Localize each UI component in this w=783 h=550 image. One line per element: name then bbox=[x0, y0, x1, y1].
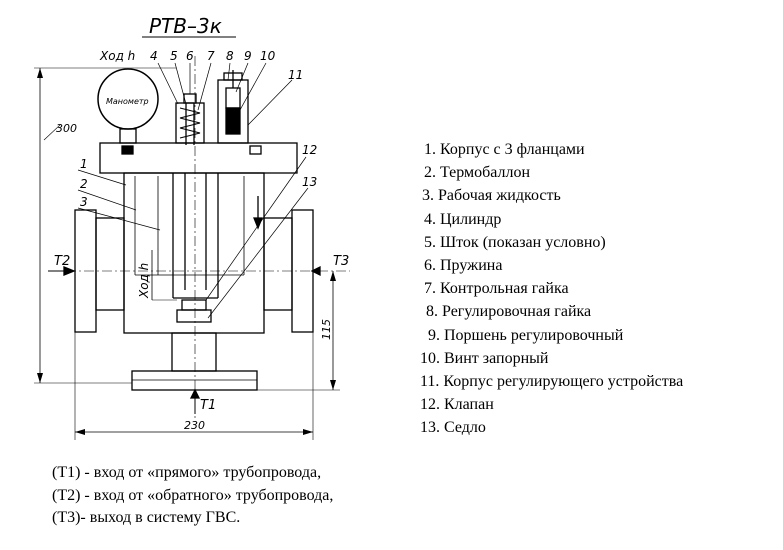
callout-3: 3 bbox=[80, 195, 88, 209]
legend-item-10: 10. Винт запорный bbox=[420, 349, 549, 367]
stroke-label-side: Ход h bbox=[137, 263, 151, 299]
legend-item-9: 9. Поршень регулировочный bbox=[428, 326, 624, 344]
bottom-neck bbox=[171, 332, 217, 372]
diagram-title: РТВ–3к bbox=[149, 14, 222, 38]
bottom-flange bbox=[131, 370, 258, 391]
callout-1: 1 bbox=[80, 157, 88, 171]
legend-item-1: 1. Корпус с 3 фланцами bbox=[424, 141, 585, 158]
valve-seat bbox=[181, 299, 207, 311]
legend-item-5: 5. Шток (показан условно) bbox=[424, 233, 606, 251]
spring bbox=[179, 107, 201, 139]
dimension-300: 300 bbox=[56, 122, 77, 135]
callout-11: 11 bbox=[288, 68, 303, 82]
legend-item-8: 8. Регулировочная гайка bbox=[426, 303, 592, 321]
valve-body bbox=[123, 172, 265, 334]
legend-item-11: 11. Корпус регулирующего устройства bbox=[420, 373, 684, 391]
callout-2: 2 bbox=[80, 177, 88, 191]
port-t1-label: T1 bbox=[200, 398, 216, 413]
legend-item-4: 4. Цилиндр bbox=[424, 210, 502, 228]
callout-7: 7 bbox=[207, 49, 215, 63]
callout-5: 5 bbox=[170, 49, 178, 63]
callout-9: 9 bbox=[244, 49, 252, 63]
port-t3-label: T3 bbox=[333, 254, 349, 269]
dimension-230: 230 bbox=[184, 419, 205, 432]
legend-item-2: 2. Термобаллон bbox=[424, 164, 531, 182]
callout-12: 12 bbox=[302, 143, 317, 157]
port-notes: (Т1) - вход от «прямого» трубопровода, (… bbox=[52, 462, 333, 530]
flange-t3-body bbox=[263, 217, 293, 311]
note-t2: (Т2) - вход от «обратного» трубопровода, bbox=[52, 486, 334, 504]
callout-6: 6 bbox=[186, 49, 194, 63]
note-t3: (Т3)- выход в систему ГВС. bbox=[52, 509, 241, 526]
manometer-label: Манометр bbox=[106, 97, 149, 106]
port-t2-label: T2 bbox=[54, 254, 70, 269]
legend-item-12: 12. Клапан bbox=[420, 396, 494, 414]
control-nut bbox=[183, 93, 197, 104]
legend-item-3: 3. Рабочая жидкость bbox=[422, 187, 561, 205]
stroke-label-top: Ход h bbox=[99, 49, 135, 63]
legend-item-13: 13. Седло bbox=[420, 419, 486, 437]
callout-4: 4 bbox=[150, 49, 158, 63]
note-t1: (Т1) - вход от «прямого» трубопровода, bbox=[52, 464, 322, 481]
parts-legend: 1. Корпус с 3 фланцами 2. Термобаллон 3.… bbox=[412, 138, 683, 440]
manometer-stem bbox=[119, 128, 137, 144]
flange-t2-body bbox=[95, 217, 125, 311]
dimension-115: 115 bbox=[320, 319, 333, 340]
callout-13: 13 bbox=[302, 175, 317, 189]
legend-item-6: 6. Пружина bbox=[424, 257, 503, 275]
valve-plug bbox=[176, 309, 212, 323]
legend-item-7: 7. Контрольная гайка bbox=[424, 280, 569, 298]
callout-8: 8 bbox=[226, 49, 234, 63]
callout-10: 10 bbox=[260, 49, 276, 63]
